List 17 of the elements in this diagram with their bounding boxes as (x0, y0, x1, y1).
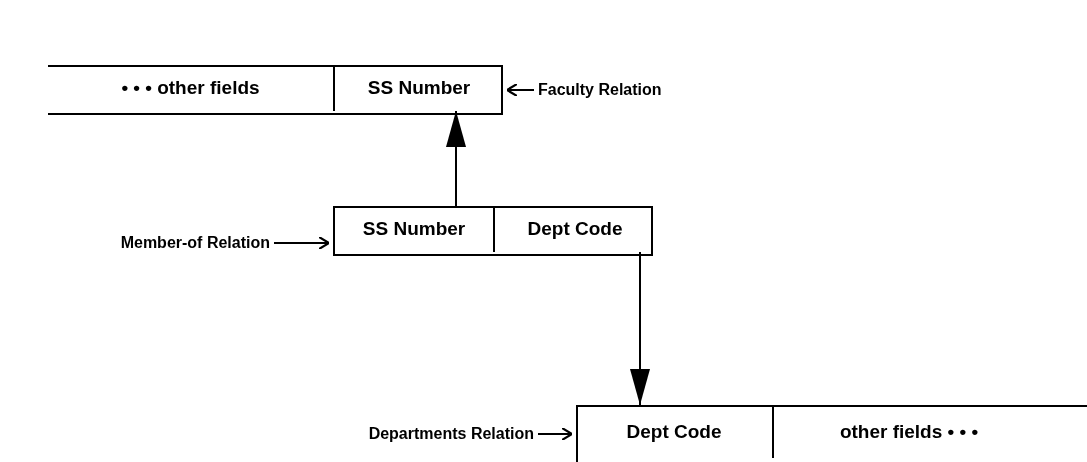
field-name: • • • other fields (121, 77, 260, 99)
relation-table (333, 206, 653, 256)
arrow (446, 110, 466, 207)
relation-label: Member-of Relation (120, 234, 270, 252)
arrow (273, 235, 331, 251)
arrow (630, 251, 650, 406)
relation-label: Departments Relation (368, 425, 534, 443)
arrow (505, 82, 535, 98)
field-name: SS Number (367, 77, 471, 99)
relation-label: Faculty Relation (538, 81, 662, 99)
arrow (537, 426, 574, 442)
relation-table (576, 405, 1087, 462)
field-name: Dept Code (527, 218, 623, 240)
field-name: Dept Code (626, 420, 722, 443)
field-name: SS Number (362, 218, 466, 240)
field-name: other fields • • • (839, 420, 979, 443)
relation-table (48, 65, 503, 115)
